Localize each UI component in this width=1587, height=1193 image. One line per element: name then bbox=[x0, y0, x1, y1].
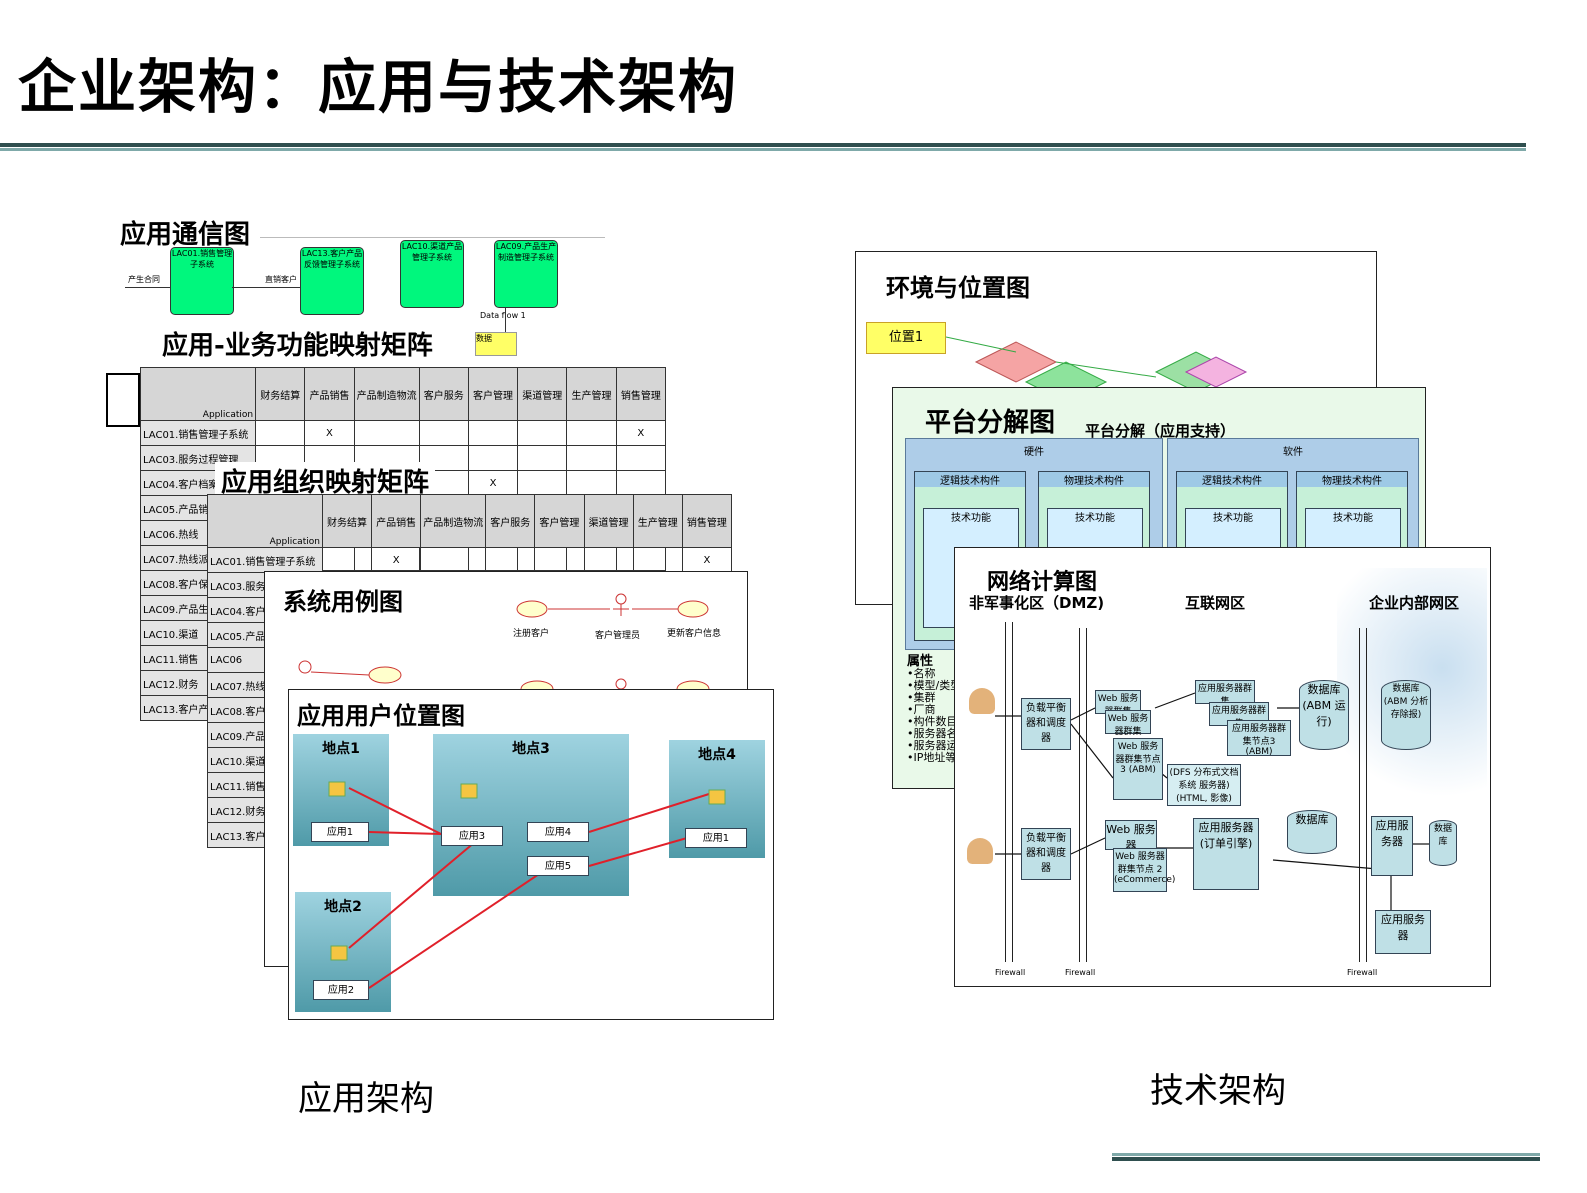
caption-app-arch: 应用架构 bbox=[298, 1079, 434, 1119]
matrix-cell bbox=[353, 420, 420, 446]
web-node-3: Web 服务器群集节点3 (ABM) bbox=[1113, 738, 1163, 800]
matrix-cell: X bbox=[681, 547, 733, 573]
matrix-cell: X bbox=[304, 420, 355, 446]
matrix-cell bbox=[418, 420, 469, 446]
edge-label: Data flow 1 bbox=[480, 311, 526, 320]
matrix2-title: 应用组织映射矩阵 bbox=[215, 462, 436, 499]
firewall-3 bbox=[1359, 628, 1367, 962]
title-divider bbox=[0, 143, 1526, 153]
database-4: 数据库 bbox=[1429, 820, 1457, 866]
matrix-cell bbox=[566, 470, 617, 496]
app-box-4: 应用4 bbox=[527, 822, 589, 842]
matrix-cell bbox=[632, 547, 683, 573]
platform-title: 平台分解图 bbox=[925, 408, 1056, 438]
matrix-cell bbox=[255, 420, 306, 446]
zone-intranet: 企业内部网区 bbox=[1369, 594, 1460, 612]
database-analysis: 数据库 (ABM 分析存除报) bbox=[1381, 680, 1431, 750]
app-box-1: 应用1 bbox=[311, 822, 369, 842]
usecase-label: 客户管理员 bbox=[595, 631, 641, 641]
zone-dmz: 非军事化区（DMZ) bbox=[969, 594, 1105, 612]
network-panel: 网络计算图 非军事化区（DMZ) 互联网区 企业内部网区 Firewall Fi… bbox=[954, 547, 1491, 987]
usecase-label: 注册客户 bbox=[513, 629, 550, 639]
app-node-lac13: LAC13.客户产品反馈管理子系统 bbox=[300, 247, 364, 315]
app-server-order: 应用服务器 (订单引擎) bbox=[1193, 818, 1259, 890]
data-box: 数据 bbox=[475, 332, 517, 356]
app-node-lac09: LAC09.产品生产制造管理子系统 bbox=[494, 240, 558, 308]
app-node-3: 应用服务器群集节点3 (ABM) bbox=[1227, 720, 1291, 757]
user-icon bbox=[969, 688, 995, 714]
matrix-cell bbox=[321, 547, 373, 573]
database-3: 数据库 bbox=[1287, 810, 1337, 854]
caption-tech-arch: 技术架构 bbox=[1150, 1071, 1286, 1111]
matrix-cell bbox=[467, 420, 519, 446]
matrix-row-label: LAC03.服务过程管理 bbox=[139, 445, 257, 471]
zone-internet: 互联网区 bbox=[1185, 594, 1246, 612]
app-cluster-1: 应用服务器群集 bbox=[1195, 680, 1255, 707]
web-cluster-2: Web 服务器群集 bbox=[1105, 710, 1151, 737]
matrix-cell bbox=[534, 547, 585, 573]
app-box-5: 应用5 bbox=[527, 856, 589, 876]
web-server: Web 服务器 bbox=[1105, 820, 1157, 852]
load-balancer-2: 负载平衡器和调度器 bbox=[1021, 828, 1071, 880]
web-node-2: Web 服务器群集节点 2 (eCommerce) bbox=[1113, 848, 1175, 892]
matrix1-title: 应用-业务功能映射矩阵 bbox=[156, 325, 439, 362]
usecase-title: 系统用例图 bbox=[283, 587, 403, 616]
matrix-cell bbox=[517, 420, 568, 446]
userloc-panel: 应用用户位置图 地点1 地点3 地点4 地点2 应用1 应用3 应用4 应用5 … bbox=[288, 689, 774, 1020]
matrix-cell bbox=[420, 547, 487, 573]
matrix-cell: X bbox=[615, 420, 667, 446]
matrix-cell: X bbox=[371, 547, 422, 573]
app-box-site4: 应用1 bbox=[685, 828, 747, 848]
userloc-title: 应用用户位置图 bbox=[297, 701, 465, 730]
usecase-label: 更新客户信息 bbox=[667, 629, 722, 639]
matrix-cell bbox=[566, 420, 617, 446]
app-comm-diagram: 应用通信图 LAC01.销售管理子系统 LAC13.客户产品反馈管理子系统 LA… bbox=[110, 212, 605, 362]
env-title: 环境与位置图 bbox=[886, 273, 1030, 302]
footer-divider bbox=[1112, 1153, 1540, 1163]
attribute-list: 属性 •名称•模型/类型•集群•厂商 •构件数目•服务器名•服务器运•IP地址等 bbox=[907, 654, 962, 764]
firewall-2 bbox=[1079, 628, 1087, 962]
load-balancer-1: 负载平衡器和调度器 bbox=[1021, 698, 1071, 750]
network-title: 网络计算图 bbox=[987, 569, 1098, 595]
firewall-label: Firewall bbox=[1347, 968, 1378, 977]
matrix-cell bbox=[615, 470, 667, 496]
app-server-3: 应用服务器 bbox=[1375, 910, 1431, 954]
edge-label: 直销客户 bbox=[265, 275, 297, 284]
firewall-1 bbox=[1005, 622, 1013, 962]
matrix-cell bbox=[485, 547, 536, 573]
edge-label: 产生合同 bbox=[128, 275, 160, 284]
matrix-row: LAC01.销售管理子系统 X X bbox=[139, 420, 667, 446]
usecase-svg bbox=[298, 593, 710, 698]
page-title: 企业架构：应用与技术架构 bbox=[18, 53, 739, 121]
app-box-2: 应用2 bbox=[313, 980, 369, 1000]
matrix-row: LAC01.销售管理子系统 X X bbox=[207, 547, 733, 573]
matrix-row-label: LAC01.销售管理子系统 bbox=[207, 547, 323, 573]
app-node-lac10: LAC10.渠道产品管理子系统 bbox=[400, 240, 464, 308]
app-server-2: 应用服务器 bbox=[1371, 816, 1413, 876]
user-icon bbox=[967, 838, 993, 864]
platform-subtitle: 平台分解（应用支持） bbox=[1085, 422, 1236, 440]
database-abm: 数据库 (ABM 运行) bbox=[1299, 680, 1349, 750]
userloc-links bbox=[328, 781, 726, 989]
app-node-lac01: LAC01.销售管理子系统 bbox=[170, 247, 234, 315]
firewall-label: Firewall bbox=[995, 968, 1026, 977]
matrix-row-label: LAC01.销售管理子系统 bbox=[139, 420, 257, 446]
app-comm-title: 应用通信图 bbox=[120, 220, 251, 250]
dfs-server: (DFS 分布式文档系统 服务器) (HTML, 影像) bbox=[1167, 764, 1241, 806]
firewall-label: Firewall bbox=[1065, 968, 1096, 977]
location-box: 位置1 bbox=[866, 322, 946, 354]
matrix-cell bbox=[583, 547, 634, 573]
app-box-3: 应用3 bbox=[441, 826, 503, 846]
